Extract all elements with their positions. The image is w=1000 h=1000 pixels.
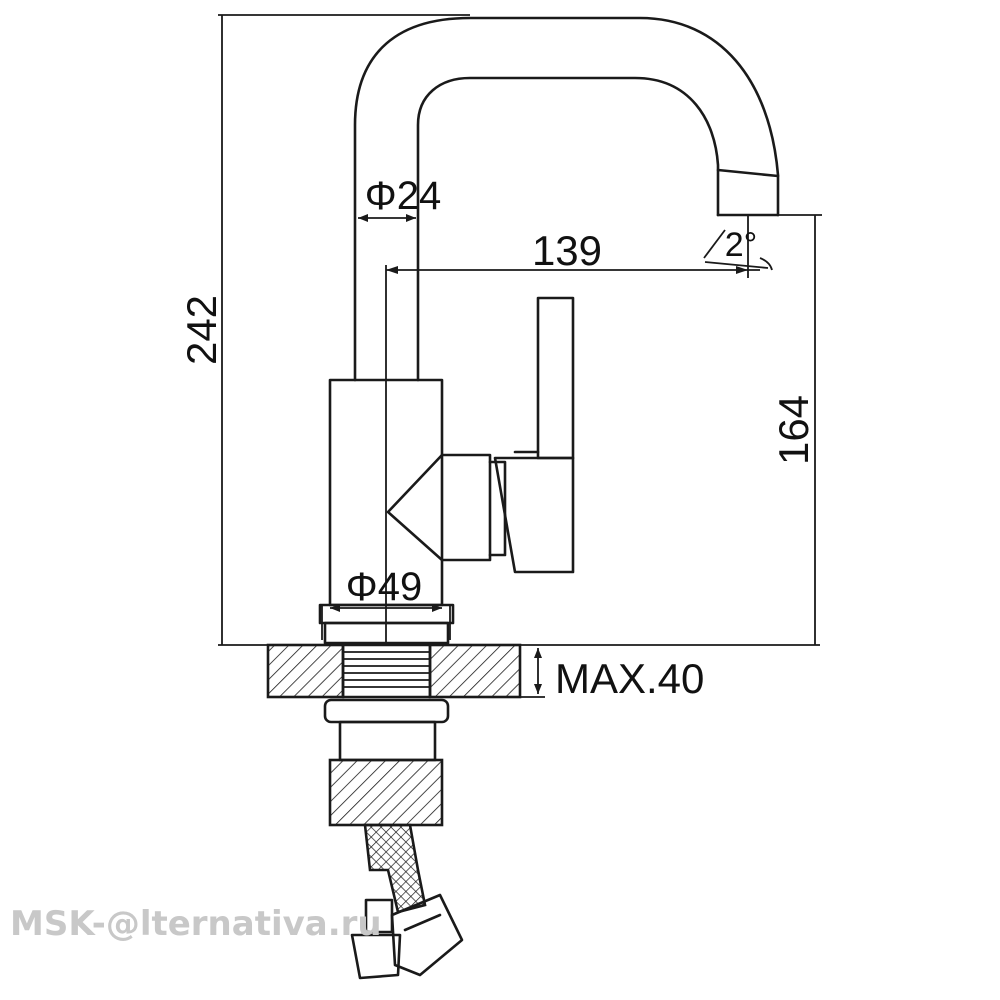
supply-hose (350, 823, 464, 980)
total-height-label: 242 (178, 295, 225, 365)
watermark: MSK-@lternativa.ru (10, 904, 382, 944)
spout (353, 16, 780, 382)
mounting-nut (323, 698, 450, 827)
spout-height-label: 164 (770, 395, 817, 465)
spout-angle-label: 2° (725, 226, 758, 264)
max-countertop-label: MAX.40 (555, 655, 704, 702)
body-diameter-label: Φ49 (346, 565, 422, 609)
pipe-diameter-label: Φ24 (365, 174, 441, 218)
spout-reach-label: 139 (532, 227, 602, 274)
dimension-lines (218, 14, 822, 698)
countertop-section (266, 643, 522, 699)
threaded-shank (343, 651, 430, 688)
lever-handle (493, 296, 575, 574)
